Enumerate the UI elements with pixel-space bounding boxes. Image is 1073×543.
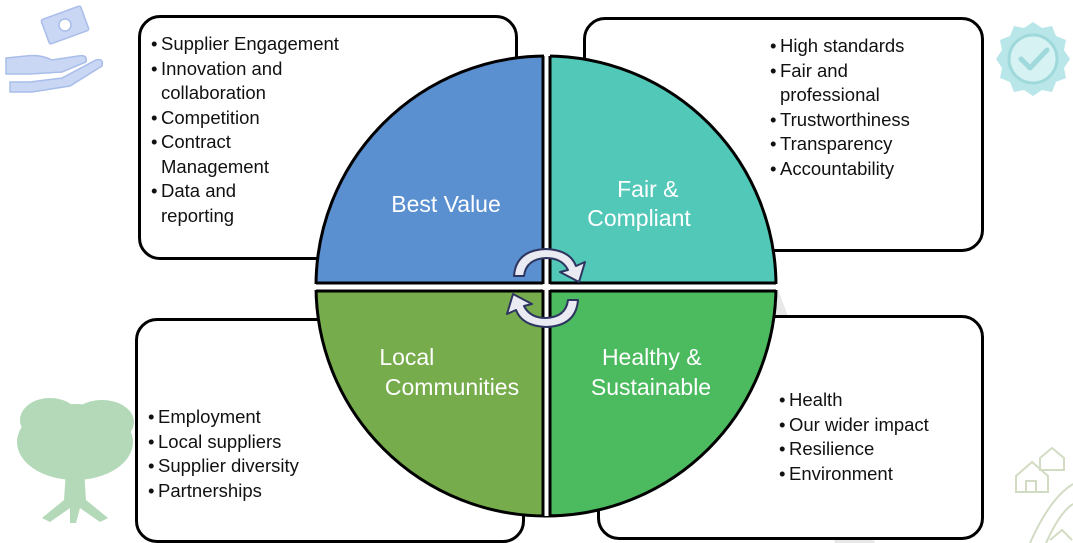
- fair-compliant-list: High standards Fair and professional Tru…: [770, 34, 970, 181]
- list-item: Health: [779, 388, 979, 413]
- list-item: Resilience: [779, 437, 979, 462]
- houses-road-icon: [1015, 446, 1073, 543]
- list-item: Local suppliers: [148, 430, 368, 455]
- list-item: Our wider impact: [779, 413, 979, 438]
- list-item: Employment: [148, 405, 368, 430]
- tree-icon: [17, 398, 134, 523]
- list-item: Environment: [779, 462, 979, 487]
- healthy-sustainable-list: Health Our wider impact Resilience Envir…: [779, 388, 979, 486]
- list-item: Accountability: [770, 157, 970, 182]
- list-item: Data and reporting: [151, 179, 281, 228]
- list-item: Transparency: [770, 132, 970, 157]
- list-item: Competition: [151, 106, 381, 131]
- quadrant-title-fair-compliant: Fair & Compliant: [587, 176, 691, 231]
- list-item: Supplier diversity: [148, 454, 368, 479]
- list-item: High standards: [770, 34, 970, 59]
- cycle-arrows-icon: [506, 248, 586, 328]
- quadrant-title-best-value: Best Value: [391, 191, 501, 217]
- list-item: Partnerships: [148, 479, 368, 504]
- quadrant-title-healthy-sustainable: Healthy & Sustainable: [591, 344, 711, 400]
- money-hand-icon: [5, 5, 104, 93]
- list-item: Supplier Engagement: [151, 32, 381, 57]
- check-badge-icon: [996, 22, 1070, 96]
- list-item: Trustworthiness: [770, 108, 970, 133]
- list-item: Fair and professional: [770, 59, 910, 108]
- quadrant-title-local-communities: Local Communities: [379, 344, 519, 400]
- local-communities-list: Employment Local suppliers Supplier dive…: [148, 405, 368, 503]
- list-item: Innovation and collaboration: [151, 57, 321, 106]
- best-value-list: Supplier Engagement Innovation and colla…: [151, 32, 381, 228]
- list-item: Contract Management: [151, 130, 311, 179]
